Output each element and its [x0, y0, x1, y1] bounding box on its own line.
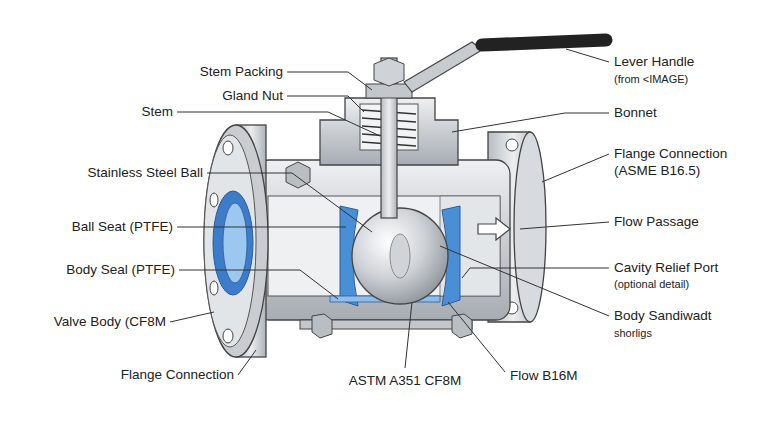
- bore-opening: [223, 203, 247, 283]
- part-note: (optional detail): [614, 276, 689, 292]
- leader-line: [405, 302, 412, 368]
- body-nut: [312, 314, 332, 338]
- leader-lines: [170, 49, 609, 375]
- lever-grip: [482, 40, 606, 45]
- part-label: Flow Passage: [614, 214, 699, 230]
- leader-line: [207, 173, 372, 232]
- part-label: Stem: [141, 104, 173, 120]
- flow-arrow: [478, 218, 510, 240]
- leader-line: [287, 72, 372, 90]
- bolt-hole: [223, 329, 233, 343]
- leader-line: [448, 302, 505, 372]
- part-label: Stem Packing: [200, 64, 283, 80]
- leader-line: [287, 96, 364, 112]
- leader-line: [542, 154, 609, 182]
- part-label: Valve Body (CF8M: [54, 314, 166, 330]
- lever-arm: [404, 42, 482, 92]
- leader-line: [520, 222, 609, 229]
- part-label: Stainless Steel Ball: [87, 165, 203, 181]
- part-label: Flow B16M: [510, 368, 578, 384]
- bolt-hole: [506, 139, 518, 151]
- part-label: ASTM A351 CF8M: [349, 373, 462, 389]
- leader-line: [170, 312, 214, 322]
- part-label: Body Sandiwadt: [614, 308, 712, 324]
- leader-line: [179, 270, 338, 299]
- body-nut: [452, 314, 472, 338]
- part-label: Cavity Relief Port: [614, 260, 718, 276]
- leader-line: [177, 112, 380, 136]
- stainless-ball: [352, 208, 448, 304]
- part-note: shorligs: [614, 325, 652, 341]
- ptfe-ring: [213, 191, 253, 295]
- left-flange: [204, 125, 268, 357]
- ball-bore: [390, 234, 410, 278]
- leader-line: [566, 49, 609, 62]
- part-note: (from <IMAGE): [614, 71, 688, 87]
- leader-line: [238, 350, 256, 375]
- part-label: Lever Handle: [614, 54, 694, 70]
- leader-line: [452, 113, 609, 132]
- left-flange-face: [204, 135, 256, 347]
- part-label: (ASME B16.5): [614, 163, 700, 179]
- leader-line: [462, 268, 609, 278]
- bolt-hole: [223, 141, 233, 155]
- part-label: Gland Nut: [222, 88, 283, 104]
- leader-line: [440, 246, 609, 316]
- stem-nut: [374, 58, 404, 86]
- part-label: Bonnet: [614, 105, 657, 121]
- part-label: Body Seal (PTFE): [66, 262, 175, 278]
- part-label: Ball Seat (PTFE): [72, 219, 173, 235]
- part-label: Flange Connection: [121, 367, 234, 383]
- leader-line: [177, 227, 346, 228]
- part-label: Flange Connection: [614, 146, 727, 162]
- bolt-hole: [210, 193, 218, 207]
- bolt-hole: [210, 281, 218, 295]
